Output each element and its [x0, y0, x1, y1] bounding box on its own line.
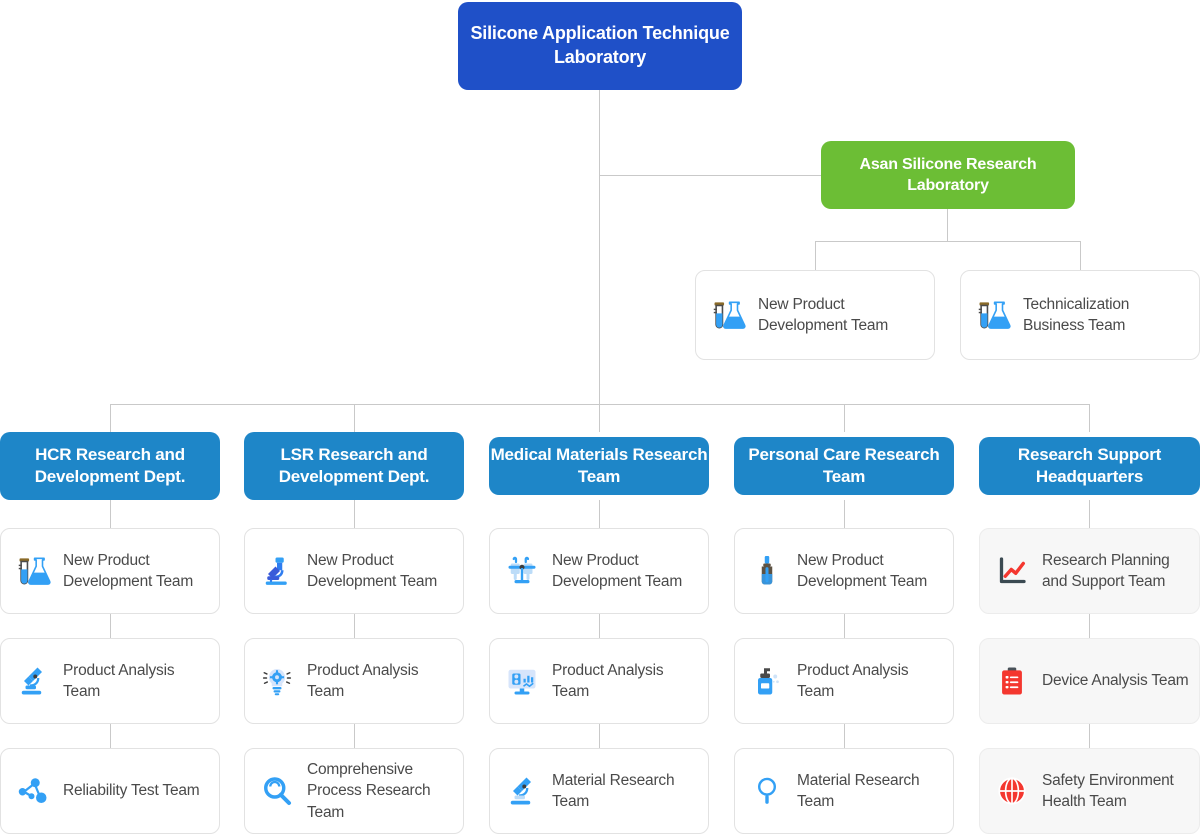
connector-branch-bus: [815, 241, 1081, 242]
connector-root-to-branch: [599, 175, 823, 176]
card-label: Technicalization Business Team: [1023, 295, 1130, 334]
card-label: Comprehensive Process Research Team: [307, 761, 431, 821]
magnifier-icon: [257, 771, 297, 811]
card-label: Device Analysis Team: [1042, 672, 1189, 690]
card-lsr-comprehensive-process-research-team[interactable]: Comprehensive Process Research Team: [244, 748, 464, 834]
connector-col-1-spine: [110, 500, 111, 766]
card-lsr-new-product-development-team[interactable]: New Product Development Team: [244, 528, 464, 614]
microscope-blue-icon: [257, 551, 297, 591]
card-label: New Product Development Team: [758, 295, 889, 334]
node-dept-lsr[interactable]: LSR Research and Development Dept.: [244, 432, 464, 500]
node-asan-research-lab-label: Asan Silicone Research Laboratory: [859, 155, 1037, 194]
lab-stand-icon: [502, 551, 542, 591]
node-dept-label: HCR Research and Development Dept.: [34, 444, 186, 486]
card-label: Product Analysis Team: [797, 661, 909, 700]
monitor-chart-icon: [502, 661, 542, 701]
card-medical-product-analysis-team[interactable]: Product Analysis Team: [489, 638, 709, 724]
card-hq-safety-environment-health-team[interactable]: Safety Environment Health Team: [979, 748, 1200, 834]
card-label: Safety Environment Health Team: [1042, 771, 1174, 810]
node-asan-research-lab[interactable]: Asan Silicone Research Laboratory: [821, 141, 1075, 209]
connector-dept-drop-3: [599, 404, 600, 432]
node-dept-label: Personal Care Research Team: [748, 444, 940, 486]
node-dept-label: Research Support Headquarters: [1017, 444, 1162, 486]
node-dept-label: Medical Materials Research Team: [490, 444, 708, 486]
node-root-label: Silicone Application Technique Laborator…: [470, 23, 730, 67]
microscope-icon: [502, 771, 542, 811]
connector-col-4-spine: [844, 500, 845, 766]
connector-branch-drop-2: [1080, 241, 1081, 270]
testtube-flask-icon: [13, 551, 53, 591]
card-label: Reliability Test Team: [63, 782, 200, 800]
card-label: New Product Development Team: [63, 551, 194, 590]
testtube-flask-icon: [973, 295, 1013, 335]
molecule-icon: [13, 771, 53, 811]
card-personalcare-product-analysis-team[interactable]: Product Analysis Team: [734, 638, 954, 724]
card-label: Product Analysis Team: [552, 661, 664, 700]
globe-icon: [992, 771, 1032, 811]
connector-dept-drop-1: [110, 404, 111, 432]
card-hcr-product-analysis-team[interactable]: Product Analysis Team: [0, 638, 220, 724]
connector-branch-drop-1: [815, 241, 816, 270]
card-branch-new-product-development-team[interactable]: New Product Development Team: [695, 270, 935, 360]
card-branch-technicalization-business-team[interactable]: Technicalization Business Team: [960, 270, 1200, 360]
node-dept-research-support-hq[interactable]: Research Support Headquarters: [979, 437, 1200, 495]
card-label: Research Planning and Support Team: [1042, 551, 1170, 590]
connector-col-2-spine: [354, 500, 355, 766]
node-dept-hcr[interactable]: HCR Research and Development Dept.: [0, 432, 220, 500]
card-label: New Product Development Team: [307, 551, 438, 590]
card-medical-material-research-team[interactable]: Material Research Team: [489, 748, 709, 834]
testtube-flask-icon: [708, 295, 748, 335]
card-hcr-new-product-development-team[interactable]: New Product Development Team: [0, 528, 220, 614]
node-dept-label: LSR Research and Development Dept.: [278, 444, 430, 486]
card-label: New Product Development Team: [797, 551, 928, 590]
connector-root-trunk: [599, 90, 600, 404]
card-medical-new-product-development-team[interactable]: New Product Development Team: [489, 528, 709, 614]
connector-dept-drop-5: [1089, 404, 1090, 432]
card-hq-device-analysis-team[interactable]: Device Analysis Team: [979, 638, 1200, 724]
dropper-bottle-icon: [747, 551, 787, 591]
connector-dept-drop-2: [354, 404, 355, 432]
card-personalcare-new-product-development-team[interactable]: New Product Development Team: [734, 528, 954, 614]
node-root[interactable]: Silicone Application Technique Laborator…: [458, 2, 742, 90]
card-lsr-product-analysis-team[interactable]: Product Analysis Team: [244, 638, 464, 724]
card-personalcare-material-research-team[interactable]: Material Research Team: [734, 748, 954, 834]
connector-dept-drop-4: [844, 404, 845, 432]
card-hq-research-planning-and-support-team[interactable]: Research Planning and Support Team: [979, 528, 1200, 614]
connector-col-5-spine: [1089, 500, 1090, 766]
line-chart-icon: [992, 551, 1032, 591]
card-label: Product Analysis Team: [307, 661, 419, 700]
connector-col-3-spine: [599, 500, 600, 766]
node-dept-personal-care[interactable]: Personal Care Research Team: [734, 437, 954, 495]
clipboard-icon: [992, 661, 1032, 701]
card-label: Product Analysis Team: [63, 661, 175, 700]
microscope-icon: [13, 661, 53, 701]
lightbulb-gear-icon: [257, 661, 297, 701]
connector-dept-bus: [110, 404, 1090, 405]
card-hcr-reliability-test-team[interactable]: Reliability Test Team: [0, 748, 220, 834]
card-label: Material Research Team: [797, 771, 920, 810]
loupe-icon: [747, 771, 787, 811]
pump-bottle-icon: [747, 661, 787, 701]
node-dept-medical-materials[interactable]: Medical Materials Research Team: [489, 437, 709, 495]
card-label: New Product Development Team: [552, 551, 683, 590]
connector-branch-trunk: [947, 208, 948, 241]
card-label: Material Research Team: [552, 771, 675, 810]
